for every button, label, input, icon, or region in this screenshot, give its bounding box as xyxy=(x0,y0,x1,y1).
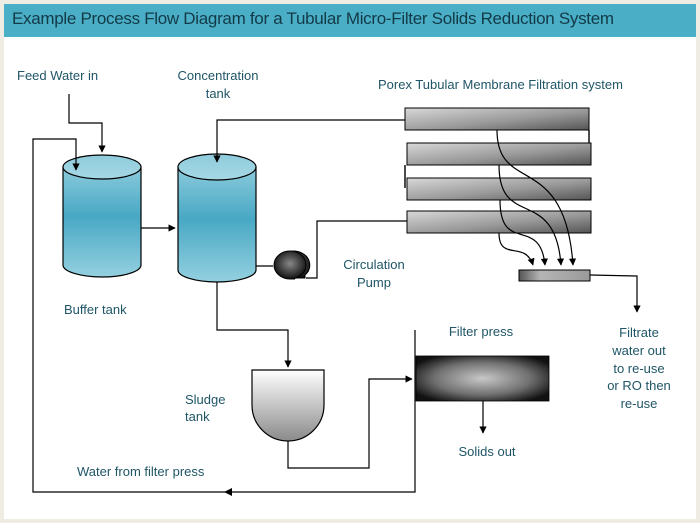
return-arrow-icon xyxy=(224,488,232,496)
buffer-tank xyxy=(62,154,142,278)
pump-to-membrane-line xyxy=(306,220,407,279)
concentration-tank-label-2: tank xyxy=(206,86,231,101)
circulation-pump-label: Circulation xyxy=(343,257,404,272)
filter-press-label: Filter press xyxy=(449,324,514,339)
filter-press xyxy=(415,355,550,402)
circulation-pump-label-2: Pump xyxy=(357,275,391,290)
membrane-tube-3 xyxy=(406,177,592,201)
filtrate-label-4: or RO then xyxy=(607,378,671,393)
filtrate-label-2: water out xyxy=(611,343,666,358)
title-bar: Example Process Flow Diagram for a Tubul… xyxy=(4,4,696,37)
sludge-to-press-line xyxy=(287,375,413,469)
filtrate-label-5: re-use xyxy=(621,396,658,411)
buffer-tank-label: Buffer tank xyxy=(64,302,127,317)
filtrate-label-1: Filtrate xyxy=(619,325,659,340)
water-from-filter-press-label: Water from filter press xyxy=(77,464,205,479)
sludge-tank-label: Sludge xyxy=(185,392,225,407)
membrane-tubes xyxy=(404,107,592,234)
circulation-pump-icon xyxy=(273,250,311,280)
membrane-tube-1 xyxy=(404,107,590,131)
permeate-lines xyxy=(496,129,577,266)
feed-water-label: Feed Water in xyxy=(17,68,98,83)
solids-out-label: Solids out xyxy=(458,444,515,459)
filtrate-label-3: to re-use xyxy=(613,361,664,376)
sludge-tank xyxy=(251,369,325,442)
membrane-return-line xyxy=(213,119,405,163)
membrane-system-label: Porex Tubular Membrane Filtration system xyxy=(378,77,623,92)
concentration-tank-label: Concentration xyxy=(178,68,259,83)
concentration-tank xyxy=(177,153,257,283)
filtrate-collector xyxy=(518,269,591,282)
filtrate-out-line xyxy=(589,274,641,313)
concentration-to-sludge-line xyxy=(216,282,292,368)
sludge-tank-label-2: tank xyxy=(185,409,210,424)
membrane-tube-4 xyxy=(406,210,592,234)
page-title: Example Process Flow Diagram for a Tubul… xyxy=(12,9,614,28)
feed-water-line xyxy=(68,94,106,153)
water-return-line xyxy=(32,138,416,493)
